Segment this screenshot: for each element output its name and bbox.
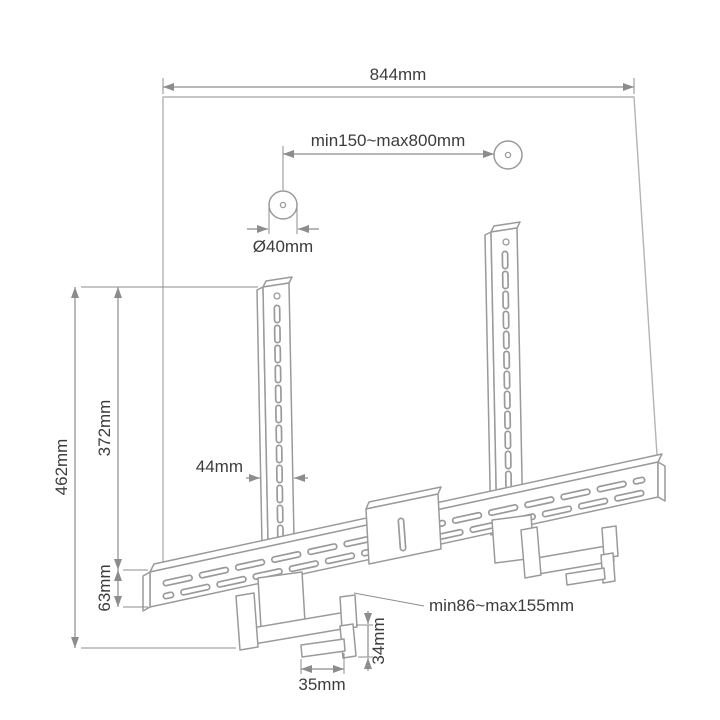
right-wall-rail: [484, 221, 524, 536]
right-spacer-circle: [493, 140, 523, 170]
dim-rail-profile-height-label: 63mm: [95, 564, 114, 611]
left-spacer-circle: [268, 190, 298, 220]
dimension-rail-profile-height: 63mm: [95, 564, 148, 612]
dimension-bracket-height: 372mm: [95, 287, 148, 571]
dim-spacer-diameter-label: Ø40mm: [253, 237, 313, 256]
dimension-total-width: 844mm: [162, 65, 635, 94]
dim-arm-adjust-range-label: min86~max155mm: [429, 596, 574, 615]
slider-block: [365, 486, 442, 565]
dimension-total-height: 462mm: [52, 286, 258, 649]
dim-total-height-label: 462mm: [52, 439, 71, 496]
dimension-foot-width: 35mm: [298, 653, 346, 694]
dim-bracket-height-label: 372mm: [95, 400, 114, 457]
dimension-mount-span: min150~max800mm: [282, 131, 494, 190]
dimension-foot-height: 34mm: [356, 611, 388, 671]
right-support-arm: [491, 514, 619, 586]
dimension-spacer-diameter: Ø40mm: [247, 208, 319, 256]
dim-total-width-label: 844mm: [370, 65, 427, 84]
left-support-arm: [235, 571, 358, 659]
dimension-arm-adjust-range: min86~max155mm: [353, 592, 574, 615]
dim-foot-width-label: 35mm: [298, 675, 345, 694]
dim-foot-height-label: 34mm: [369, 617, 388, 664]
dim-mount-span-label: min150~max800mm: [311, 131, 466, 150]
left-wall-rail: [256, 276, 296, 597]
dimension-bracket-width: 44mm: [196, 457, 308, 482]
dim-bracket-width-label: 44mm: [196, 457, 243, 476]
